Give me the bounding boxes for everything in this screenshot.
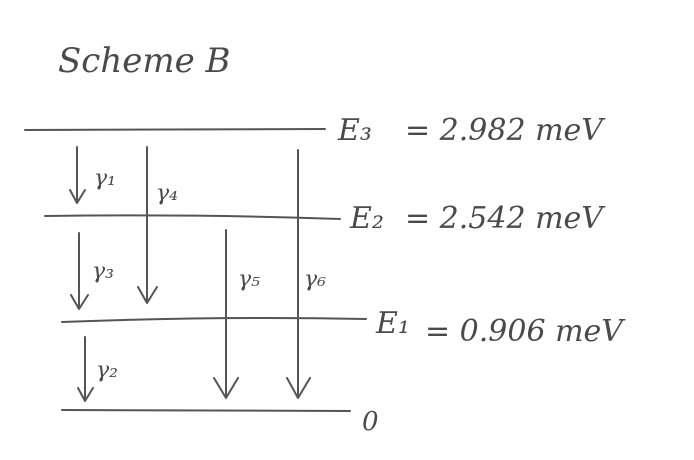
level-label-e2: E₂ xyxy=(349,201,384,236)
level-line-ground xyxy=(61,409,351,412)
level-value-e1: = 0.906 meV xyxy=(425,314,626,349)
arrow-gamma1 xyxy=(69,146,86,204)
level-line-e1 xyxy=(61,317,367,323)
transition-label-gamma3: γ₃ xyxy=(92,259,114,284)
arrow-gamma5 xyxy=(213,229,239,399)
level-line-e2 xyxy=(44,214,341,220)
level-label-ground: 0 xyxy=(362,407,379,437)
transition-label-gamma6: γ₆ xyxy=(304,267,326,292)
diagram-title: Scheme B xyxy=(58,41,231,81)
transition-label-gamma5: γ₅ xyxy=(238,267,260,292)
level-value-e2: = 2.542 meV xyxy=(405,201,606,236)
arrow-gamma6 xyxy=(286,149,311,399)
level-value-e3: = 2.982 meV xyxy=(405,113,606,148)
level-label-e3: E₃ xyxy=(337,113,372,148)
level-label-e1: E₁ xyxy=(375,306,410,341)
arrow-gamma4 xyxy=(137,146,158,304)
arrow-gamma3 xyxy=(70,232,89,310)
transition-label-gamma4: γ₄ xyxy=(156,181,178,206)
level-line-e3 xyxy=(24,128,326,131)
transition-label-gamma1: γ₁ xyxy=(94,166,116,191)
arrow-gamma2 xyxy=(77,336,94,402)
transition-label-gamma2: γ₂ xyxy=(96,358,118,383)
